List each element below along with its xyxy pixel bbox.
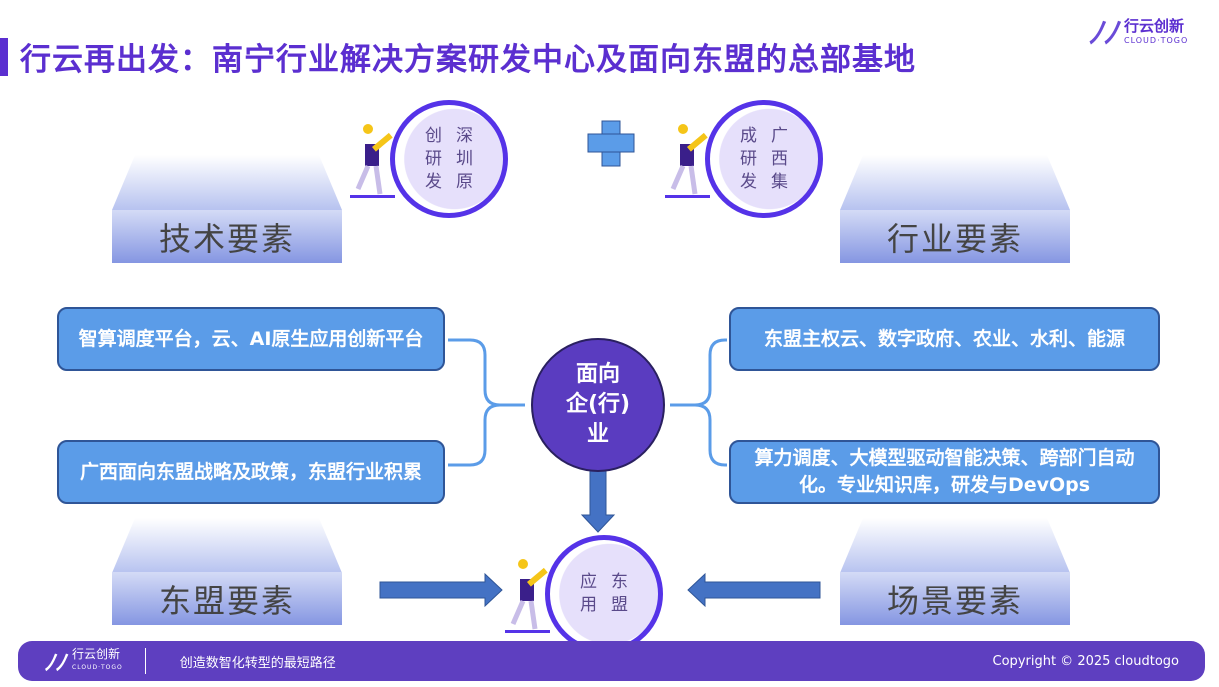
right-arrow [379,572,503,608]
worker-figure-icon [665,124,710,198]
worker-figure-icon [505,559,550,633]
title-accent-bar [0,38,8,76]
footer-bar: ﾉﾉ 行云创新 CLOUD·TOGO 创造数智化转型的最短路径 Copyrigh… [18,641,1205,681]
footer-logo-name: 行云创新 [72,647,121,661]
slide-title: 行云再出发：南宁行业解决方案研发中心及面向东盟的总部基地 [20,42,916,78]
footer-divider [144,648,146,674]
footer-logo-icon: ﾉﾉ [44,651,67,676]
asean-element: 东盟要素 [112,572,342,625]
tech-element: 技术要素 [112,210,342,263]
right-bracket [670,338,727,467]
asean-fade [112,518,342,573]
down-arrow [580,465,616,533]
scene-fade [840,518,1070,573]
shenzhen-rd-circle: 创研发 深圳原 [390,100,508,218]
left-bracket [448,338,525,467]
tech-fade [112,155,342,210]
asean-circle-group: 应用 东盟 [505,535,663,653]
enterprise-center-circle: 面向企(行)业 [531,338,665,472]
plus-icon [587,120,635,167]
shenzhen-circle-group: 创研发 深圳原 [350,100,508,218]
scene-element: 场景要素 [840,572,1070,625]
guangxi-integration-circle: 成研发 广西集 [705,100,823,218]
tech-detail-box: 智算调度平台，云、AI原生应用创新平台 [57,307,445,371]
footer-logo-sub: CLOUD·TOGO [72,664,123,671]
scene-detail-box: 算力调度、大模型驱动智能决策、跨部门自动化。专业知识库，研发与DevOps [729,440,1160,504]
asean-detail-box: 广西面向东盟战略及政策，东盟行业积累 [57,440,445,504]
logo-sub: CLOUD·TOGO [1124,36,1189,45]
logo-mark-icon: ﾉﾉ [1088,16,1118,51]
footer-copyright: Copyright © 2025 cloudtogo [992,653,1179,669]
asean-application-circle: 应用 东盟 [545,535,663,653]
industry-fade [840,155,1070,210]
industry-detail-box: 东盟主权云、数字政府、农业、水利、能源 [729,307,1160,371]
worker-figure-icon [350,124,395,198]
industry-element: 行业要素 [840,210,1070,263]
footer-slogan: 创造数智化转型的最短路径 [179,655,336,671]
left-arrow [687,572,821,608]
logo-name: 行云创新 [1124,17,1185,35]
guangxi-circle-group: 成研发 广西集 [665,100,823,218]
